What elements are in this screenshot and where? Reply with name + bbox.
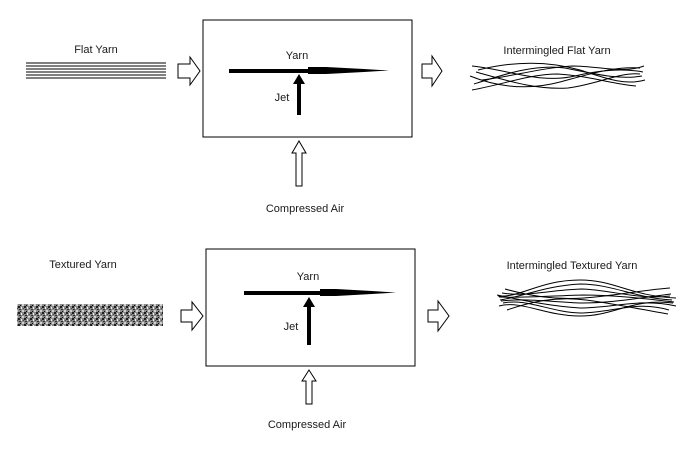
top-process: Flat Yarn Yarn Jet Compressed Air Interm… [26,19,646,215]
compressed-air-arrow-icon [291,140,307,187]
jet-chamber-box [202,19,413,138]
input-flow-arrow-icon [180,300,204,332]
output-flow-arrow-icon [427,299,450,333]
textured-yarn-graphic [17,304,163,326]
bottom-process: Textured Yarn Yarn Jet Compressed Air In… [17,248,677,431]
yarn-path [244,289,396,296]
yarn-path [229,67,389,74]
flat-yarn-graphic [26,62,166,79]
intermingled-flat-yarn-label: Intermingled Flat Yarn [503,45,610,57]
jet-nozzle-arrow-icon [303,297,315,345]
compressed-air-label: Compressed Air [266,203,345,215]
box-yarn-label: Yarn [286,50,308,62]
box-jet-label: Jet [284,321,299,333]
intermingled-textured-yarn-label: Intermingled Textured Yarn [507,260,638,272]
textured-yarn-label: Textured Yarn [49,259,116,271]
box-jet-label: Jet [275,92,290,104]
intermingled-textured-yarn-graphic [496,279,677,317]
compressed-air-arrow-icon [301,369,317,405]
jet-nozzle-arrow-icon [293,74,305,115]
output-flow-arrow-icon [421,54,443,88]
intermingled-flat-yarn-graphic [469,62,646,91]
input-flow-arrow-icon [177,55,201,87]
compressed-air-label: Compressed Air [268,419,347,431]
box-yarn-label: Yarn [297,271,319,283]
flat-yarn-label: Flat Yarn [74,44,118,56]
